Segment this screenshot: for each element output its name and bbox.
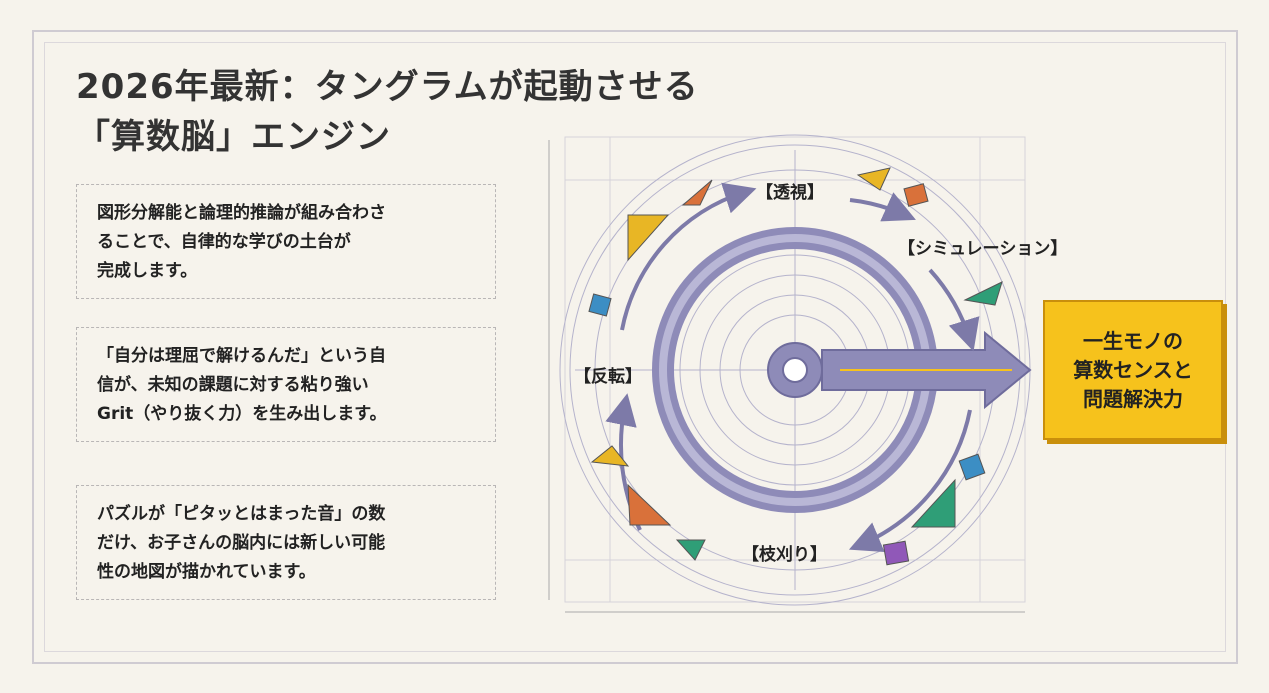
info-box-3: パズルが「ピタッとはまった音」の数だけ、お子さんの脳内には新しい可能性の地図が描… xyxy=(76,485,496,600)
step-pruning: 【枝刈り】 xyxy=(742,545,827,565)
box-text: 図形分解能と論理的推論が組み合わさ xyxy=(97,203,386,223)
title-line-2: 「算数脳」エンジン xyxy=(76,117,391,157)
info-box-1: 図形分解能と論理的推論が組み合わさることで、自律的な学びの土台が完成します。 xyxy=(76,184,496,299)
cycle-arrows xyxy=(605,182,980,553)
result-box: 一生モノの 算数センスと 問題解決力 xyxy=(1043,300,1223,440)
result-text: 一生モノの xyxy=(1083,328,1183,353)
tangram-pieces xyxy=(588,167,1003,566)
page-title: 2026年最新：タングラムが起動させる「算数脳」エンジン xyxy=(76,62,699,162)
box-text: Grit（やり抜く力）を生み出します。 xyxy=(97,404,387,424)
box-text: 「自分は理屈で解けるんだ」という自 xyxy=(97,346,386,366)
title-line-1: 2026年最新：タングラムが起動させる xyxy=(76,67,699,107)
result-text: 問題解決力 xyxy=(1083,386,1183,411)
result-text: 算数センスと xyxy=(1073,357,1193,382)
step-perspective: 【透視】 xyxy=(756,183,824,203)
box-text: 完成します。 xyxy=(97,261,198,281)
info-box-2: 「自分は理屈で解けるんだ」という自信が、未知の課題に対する粘り強い Grit（やり… xyxy=(76,327,496,442)
inner-frame xyxy=(44,42,1226,652)
step-simulation: 【シミュレーション】 xyxy=(898,239,1068,259)
step-reversal: 【反転】 xyxy=(574,367,642,387)
box-text: パズルが「ピタッとはまった音」の数 xyxy=(97,504,386,524)
box-text: 信が、未知の課題に対する粘り強い xyxy=(97,375,369,395)
box-text: 性の地図が描かれています。 xyxy=(97,562,316,582)
box-text: だけ、お子さんの脳内には新しい可能 xyxy=(97,533,386,553)
box-text: ることで、自律的な学びの土台が xyxy=(97,232,351,252)
outer-frame xyxy=(32,30,1238,664)
